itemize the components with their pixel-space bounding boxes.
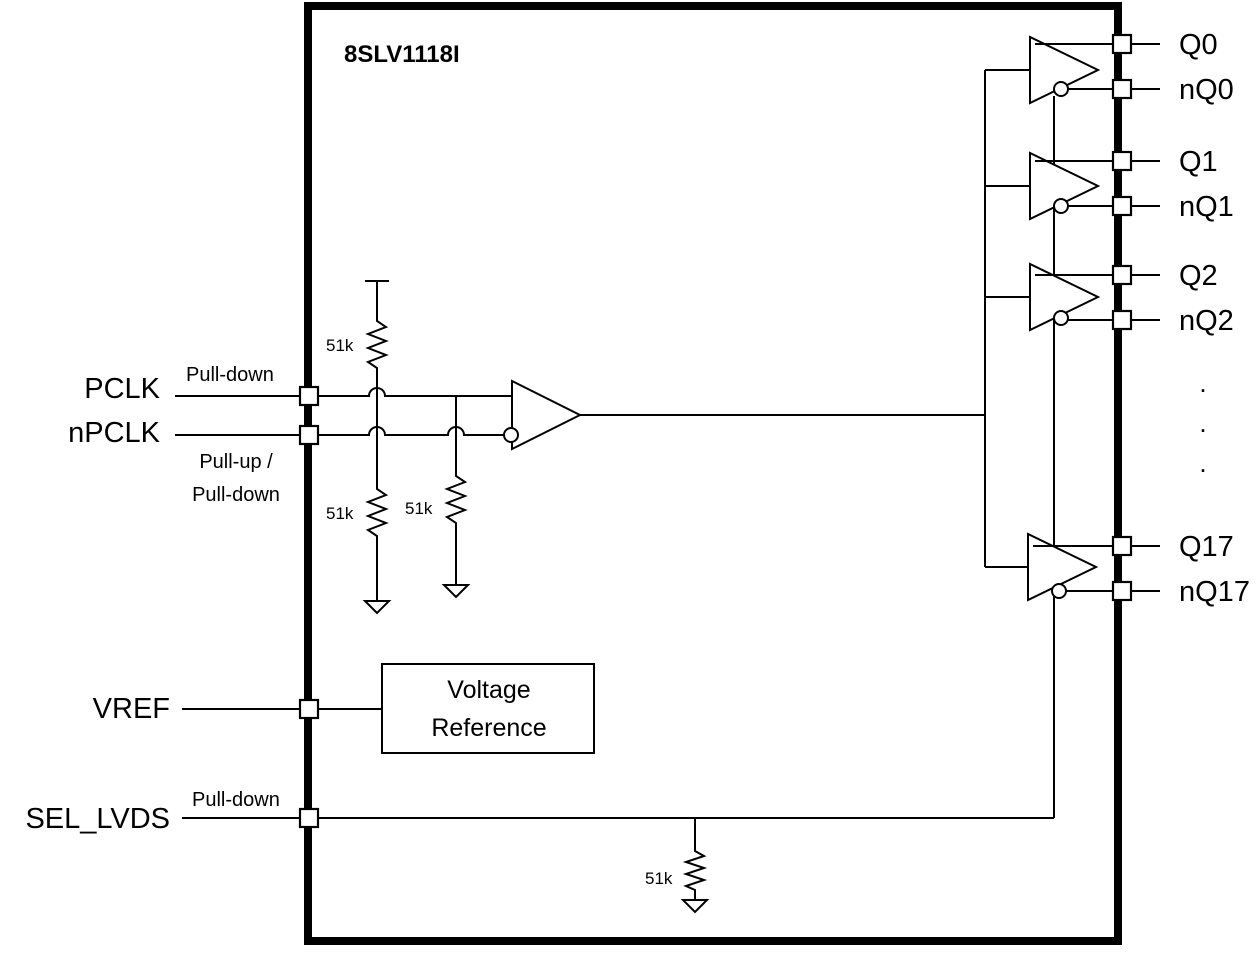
nq17-pad bbox=[1111, 580, 1133, 602]
q0-label: Q0 bbox=[1179, 29, 1218, 61]
ellipsis-dot-3: . bbox=[1199, 448, 1206, 478]
q2-pad bbox=[1111, 264, 1133, 286]
input-buffer bbox=[511, 379, 583, 451]
npclk-note-line2: Pull-down bbox=[192, 484, 280, 506]
q0-pad bbox=[1111, 33, 1133, 55]
q1-select-bubble bbox=[1053, 198, 1069, 214]
npclk-label: nPCLK bbox=[68, 417, 161, 449]
npclk-note-line1: Pull-up / bbox=[199, 451, 273, 473]
npclk-pad bbox=[298, 424, 320, 446]
q2-label: Q2 bbox=[1179, 260, 1218, 292]
q17-buffer bbox=[1027, 532, 1099, 602]
nq1-pad bbox=[1111, 195, 1133, 217]
vref-label: VREF bbox=[93, 693, 170, 725]
sel-lvds-pulldown-label: 51k bbox=[645, 869, 673, 888]
npclk-pulldown-label: 51k bbox=[405, 499, 433, 518]
ellipsis-dot-1: . bbox=[1199, 368, 1206, 398]
sel-lvds-label: SEL_LVDS bbox=[25, 803, 170, 835]
nq1-label: nQ1 bbox=[1179, 191, 1234, 223]
pclk-internal-wire bbox=[308, 387, 512, 397]
q2-select-bubble bbox=[1053, 310, 1069, 326]
pclk-pulldown-label: 51k bbox=[326, 504, 354, 523]
sel-lvds-pulldown-resistor bbox=[682, 818, 708, 900]
nq17-label: nQ17 bbox=[1179, 576, 1250, 608]
q17-select-bubble bbox=[1051, 583, 1067, 599]
chip-body bbox=[304, 2, 1122, 945]
pullup-resistor bbox=[365, 281, 389, 435]
vref-pad bbox=[298, 698, 320, 720]
q17-label: Q17 bbox=[1179, 531, 1234, 563]
q1-pad bbox=[1111, 150, 1133, 172]
voltage-reference-line2: Reference bbox=[431, 714, 546, 742]
pclk-pulldown-resistor bbox=[365, 396, 389, 601]
sel-lvds-pad bbox=[298, 807, 320, 829]
voltage-reference-block bbox=[381, 663, 595, 754]
q17-pad bbox=[1111, 535, 1133, 557]
nq0-label: nQ0 bbox=[1179, 74, 1234, 106]
sel-lvds-ground-symbol bbox=[680, 899, 710, 914]
pullup-resistor-label: 51k bbox=[326, 336, 354, 355]
sel-lvds-pulldown-note: Pull-down bbox=[192, 789, 280, 811]
voltage-reference-line1: Voltage bbox=[447, 676, 530, 704]
nq2-label: nQ2 bbox=[1179, 305, 1234, 337]
pclk-ground-symbol bbox=[362, 600, 392, 615]
q0-select-bubble bbox=[1053, 81, 1069, 97]
npclk-internal-wire bbox=[308, 426, 504, 436]
nq0-pad bbox=[1111, 78, 1133, 100]
pclk-label: PCLK bbox=[84, 373, 160, 405]
nq2-pad bbox=[1111, 309, 1133, 331]
chip-name: 8SLV1118I bbox=[344, 41, 460, 68]
q1-label: Q1 bbox=[1179, 146, 1218, 178]
ellipsis-dot-2: . bbox=[1199, 408, 1206, 438]
npclk-ground-symbol bbox=[441, 584, 471, 599]
pclk-pad bbox=[298, 385, 320, 407]
pclk-pulldown-note: Pull-down bbox=[186, 364, 274, 386]
input-buffer-invert-bubble bbox=[503, 427, 519, 443]
npclk-pulldown-resistor bbox=[444, 396, 468, 585]
